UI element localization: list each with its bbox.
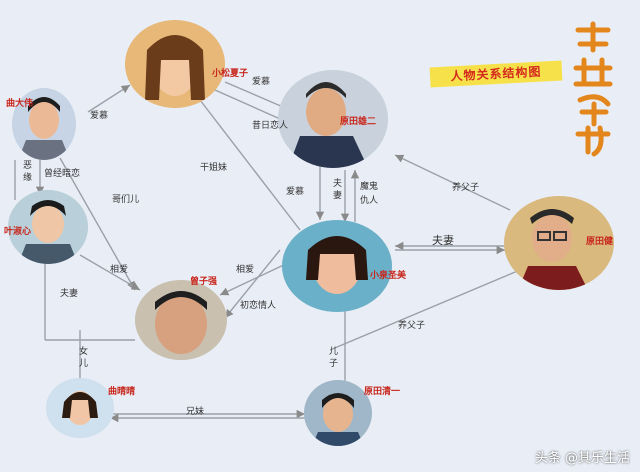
- name-left-woman: 叶淑心: [4, 227, 32, 237]
- rel-husband-wife-mid: 夫 妻: [331, 178, 341, 199]
- rel-husband-wife-left: 夫妻: [60, 289, 79, 299]
- rel-former-lover: 昔日恋人: [252, 121, 289, 131]
- name-center-man: 曾子强: [190, 277, 218, 287]
- rel-admire-mid: 爱慕: [286, 187, 305, 197]
- name-boss-man: 原田雄二: [340, 117, 377, 127]
- watermark: 头条 @其乐生活: [534, 451, 630, 466]
- portrait-top-woman: [125, 20, 225, 108]
- portrait-left-woman: [8, 190, 88, 264]
- rel-first-love: 初恋情人: [240, 301, 277, 311]
- rel-husband-wife-right: 夫妻: [432, 234, 454, 247]
- name-center-woman: 小泉圣美: [370, 271, 407, 281]
- portrait-boy: [304, 380, 372, 446]
- portrait-boss-man: [278, 70, 388, 168]
- rel-love2: 相爱: [236, 265, 255, 275]
- rel-admire-left: 爱慕: [90, 111, 109, 121]
- rel-brothers: 哥们儿: [112, 195, 140, 205]
- portrait-center-man: [135, 280, 227, 360]
- rel-daughter: 女 儿: [77, 346, 87, 367]
- rel-adoptive-father-top: 养父子: [452, 183, 480, 193]
- portrait-girl: [46, 378, 114, 438]
- portrait-center-woman: [282, 220, 392, 312]
- rel-sworn-sister: 干姐妹: [200, 163, 228, 173]
- portrait-right-old-man: [504, 196, 614, 290]
- name-top-woman: 小松夏子: [212, 69, 249, 79]
- rel-lovers-top: 爱慕: [252, 77, 271, 87]
- name-right-old-man: 原田健: [586, 237, 614, 247]
- rel-love1: 相爱: [110, 265, 129, 275]
- rel-siblings: 兄妹: [186, 407, 205, 417]
- name-boy: 原田清一: [364, 387, 401, 397]
- rel-leftmost-vertical: 恶 缘: [21, 160, 31, 181]
- name-left-man: 曲大伟: [6, 99, 34, 109]
- calligraphy-logo: [568, 20, 618, 160]
- portrait-left-man: [12, 88, 76, 160]
- rel-former-abuse: 曾经暗恋: [44, 169, 81, 179]
- rel-adoptive-father-bottom: 养父子: [398, 321, 426, 331]
- rel-son: 儿 子: [327, 346, 337, 367]
- name-girl: 曲晴晴: [108, 387, 136, 397]
- rel-devil-enemy: 魔鬼 仇人: [360, 182, 379, 206]
